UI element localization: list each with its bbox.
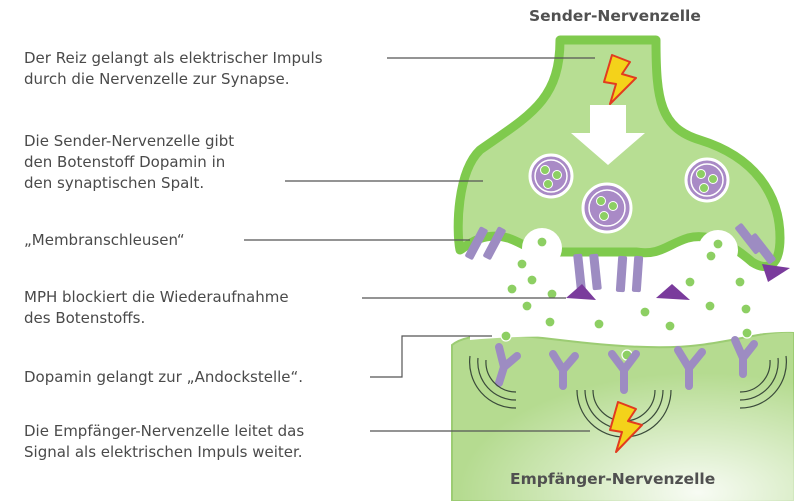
sender-neuron-title: Sender-Nervenzelle <box>529 7 701 25</box>
vesicle <box>530 155 572 197</box>
label-dopamine-release: Die Sender-Nervenzelle gibt den Botensto… <box>24 131 234 194</box>
label-signal-transmission: Die Empfänger-Nervenzelle leitet das Sig… <box>24 421 304 463</box>
label-docking: Dopamin gelangt zur „Andockstelle“. <box>24 367 303 388</box>
label-stimulus: Der Reiz gelangt als elektrischer Impuls… <box>24 48 323 90</box>
vesicle <box>686 159 728 201</box>
label-membrane-channels: „Membranschleusen“ <box>24 230 185 251</box>
vesicle <box>583 184 631 232</box>
receiver-neuron-title: Empfänger-Nervenzelle <box>510 470 715 488</box>
label-mph-blocking: MPH blockiert die Wiederaufnahme des Bot… <box>24 287 289 329</box>
